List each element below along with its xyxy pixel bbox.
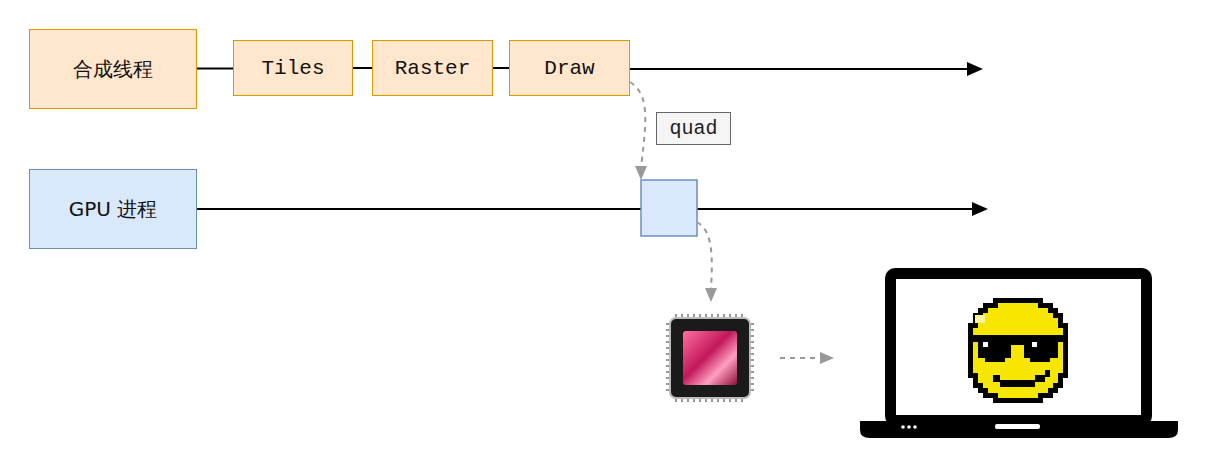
connector-line [353,67,372,69]
dashed-leader [697,222,712,290]
node-text-group: Draw [544,57,594,80]
dashed-arrowhead [635,166,647,180]
chip-pins [666,314,754,402]
lens-glint [983,342,988,347]
dashed-arrowhead [705,288,717,302]
node-text-group: Tiles [261,57,324,80]
flow-label: quad [669,117,717,140]
timeline-connector [197,68,233,69]
node-label: Raster [395,57,471,80]
step-box: Tiles [233,40,353,96]
smiley-highlight [975,315,985,323]
laptop-led [913,425,917,429]
laptop-illustration [860,268,1178,438]
laptop-screen [896,279,1141,415]
connector-line [493,67,509,69]
connector-line [197,68,233,70]
node-label: Draw [544,57,594,80]
timeline-connector [493,68,509,69]
gpu-chip [666,314,754,402]
laptop-notch [995,424,1040,429]
node-text-group: GPU 进程 [69,196,158,223]
smiley-mouth [993,370,1050,387]
node-text-group: 合成线程 [73,56,153,83]
thread-box: 合成线程 [29,29,197,109]
node-text-group: Raster [395,57,471,80]
quad-tag: quad [656,112,731,145]
dashed-arrowhead [820,352,834,364]
laptop-led [907,425,911,429]
timeline-arrowhead [972,202,988,216]
step-box: Draw [509,40,630,96]
timeline-line [197,208,975,210]
dashed-leader [630,82,645,168]
node-label: 合成线程 [73,56,153,83]
smiley-sunglasses [972,335,1063,362]
lens-glint [1032,342,1037,347]
smiley-face [970,300,1065,400]
timeline-line [630,68,970,70]
smiley-head [970,300,1065,400]
chip-body [670,318,750,398]
node-label: GPU 进程 [69,196,158,223]
laptop-led [901,425,905,429]
gpu-task-square [641,180,697,236]
timeline-connector [353,68,372,69]
laptop-base [860,421,1178,438]
dashed-leader [780,357,822,359]
chip-die [683,331,737,385]
process-box: GPU 进程 [29,169,197,249]
node-label: Tiles [261,57,324,80]
step-box: Raster [372,40,493,96]
timeline-arrowhead [967,62,983,76]
laptop-bezel [885,268,1152,426]
